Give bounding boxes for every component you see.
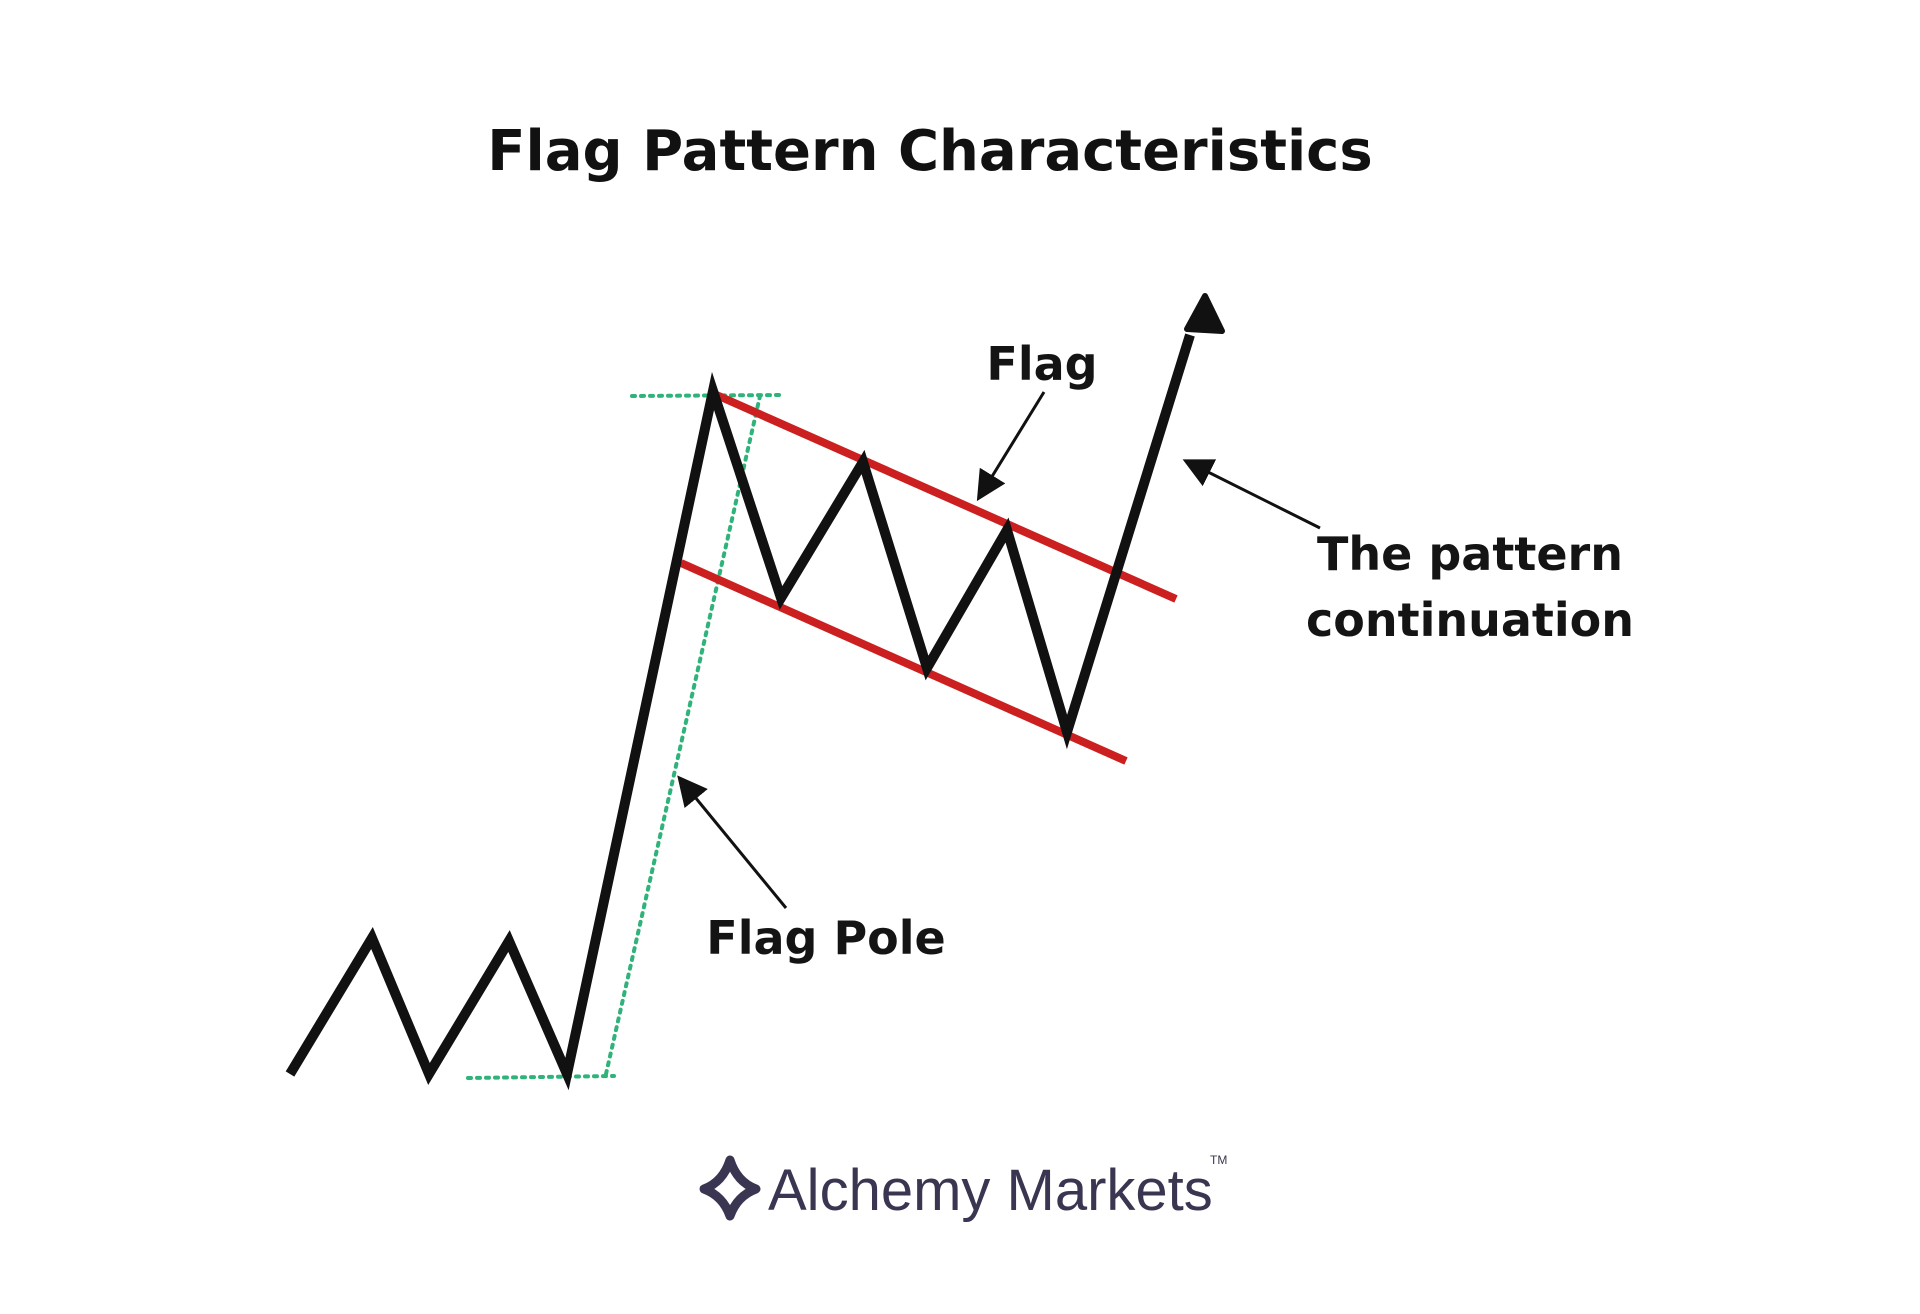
pole-top-guide — [630, 393, 782, 398]
annotation-arrows — [677, 391, 1321, 909]
brand-logo: Alchemy Markets TM — [699, 1153, 1227, 1223]
flag-upper-boundary — [710, 389, 1178, 603]
flag-lower-boundary — [679, 559, 1128, 765]
four-point-star-icon — [699, 1155, 761, 1221]
pole-guides — [466, 393, 782, 1080]
flag-label: Flag — [986, 337, 1097, 391]
pole-bottom-guide — [466, 1074, 616, 1080]
continuation-pointer-arrow — [1182, 459, 1321, 530]
flag-channel — [679, 389, 1178, 765]
page-title: Flag Pattern Characteristics — [487, 119, 1372, 184]
flag-pointer-arrow — [976, 391, 1046, 502]
price-line — [285, 333, 1195, 1091]
flag-pole-pointer-arrow — [677, 775, 788, 909]
brand-name: Alchemy Markets — [768, 1158, 1213, 1223]
brand-trademark: TM — [1210, 1153, 1227, 1167]
continuation-label-line2: continuation — [1306, 593, 1634, 647]
pole-height-guide — [604, 394, 762, 1076]
continuation-label-line1: The pattern — [1317, 527, 1623, 581]
breakout-arrowhead — [1184, 293, 1225, 334]
flag-pole-label: Flag Pole — [706, 911, 945, 965]
